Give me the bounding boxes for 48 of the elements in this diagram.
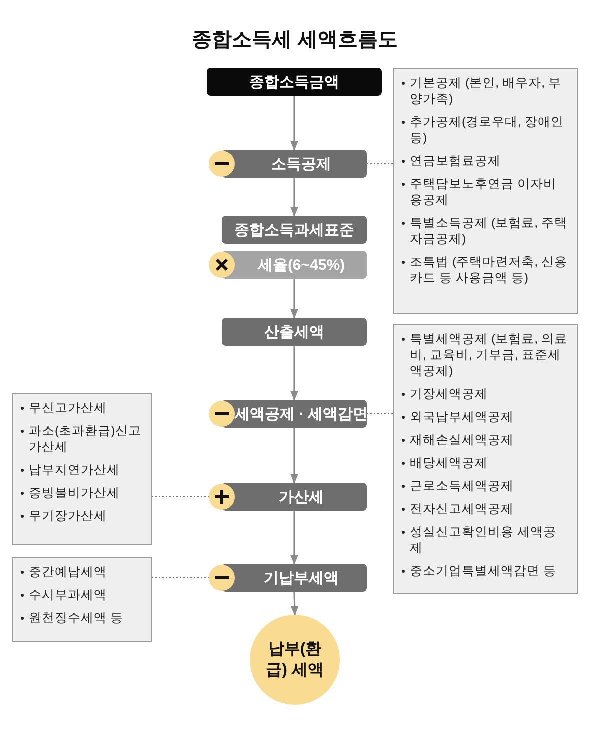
list-item: 배당세액공제 [410, 456, 488, 470]
list-item: 연금보험료공제 [410, 154, 501, 168]
list-item: 특별세액공제 (보험료, 의료비, 교육비, 기부금, 표준세액공제) [410, 332, 568, 378]
list-item: 특별소득공제 (보험료, 주택자금공제) [410, 216, 568, 246]
node-label: 가산세 [279, 488, 324, 506]
dotted-connector [152, 496, 210, 498]
process-box [222, 216, 367, 244]
node-label: 세액공제 · 세액감면 [234, 404, 368, 424]
note-box [12, 557, 152, 642]
node-label: 세율(6~45%) [258, 256, 346, 274]
list-item: 외국납부세액공제 [410, 410, 514, 424]
list-item: 수시부과세액 [29, 588, 107, 602]
list-item: 근로소득세액공제 [410, 479, 514, 493]
arrow [290, 511, 298, 565]
list-item: 조특법 (주택마련저축, 신용카드 등 사용금액 등) [410, 255, 568, 285]
arrow [290, 178, 298, 217]
note-box [393, 324, 578, 594]
list-item: 기장세액공제 [410, 387, 488, 401]
node-label: 기납부세액 [264, 568, 339, 588]
node-label: 납부(환급) 세액 [265, 640, 325, 681]
list-item: 주택담보노후연금 이자비용공제 [410, 177, 556, 207]
list-item: 전자신고세액공제 [410, 502, 514, 516]
list-item: 증빙불비가산세 [29, 486, 120, 500]
list-item: 중간예납세액 [29, 565, 107, 579]
list-item: 원천징수세액 등 [29, 611, 124, 625]
node-label: 소득공제 [272, 154, 332, 174]
list-item: 중소기업특별세액감면 등 [410, 564, 556, 578]
node-label: 종합소득금액 [250, 72, 340, 92]
diagram-title: 종합소득세 세액흐름도 [191, 28, 399, 53]
note-box [12, 393, 152, 545]
list-item: 과소(초과환급)신고 가산세 [29, 424, 142, 454]
process-box [207, 68, 382, 96]
node-label: 종합소득과세표준 [234, 220, 354, 240]
arrow [290, 346, 298, 401]
arrow [290, 592, 299, 616]
arrow [290, 279, 298, 319]
arrow [290, 428, 298, 484]
list-item: 추가공제(경로우대, 장애인 등) [410, 115, 564, 145]
arrow [290, 96, 298, 151]
list-item: 무기장가산세 [29, 509, 107, 523]
process-box [222, 318, 367, 346]
list-item: 성실신고확인비용 세액공제 [410, 525, 556, 555]
note-box [393, 68, 578, 314]
list-item: 무신고가산세 [29, 401, 107, 415]
list-item: 재해손실세액공제 [410, 433, 514, 447]
node-label: 산출세액 [264, 322, 324, 342]
list-item: 기본공제 (본인, 배우자, 부양가족) [410, 76, 562, 106]
list-item: 납부지연가산세 [29, 463, 120, 477]
